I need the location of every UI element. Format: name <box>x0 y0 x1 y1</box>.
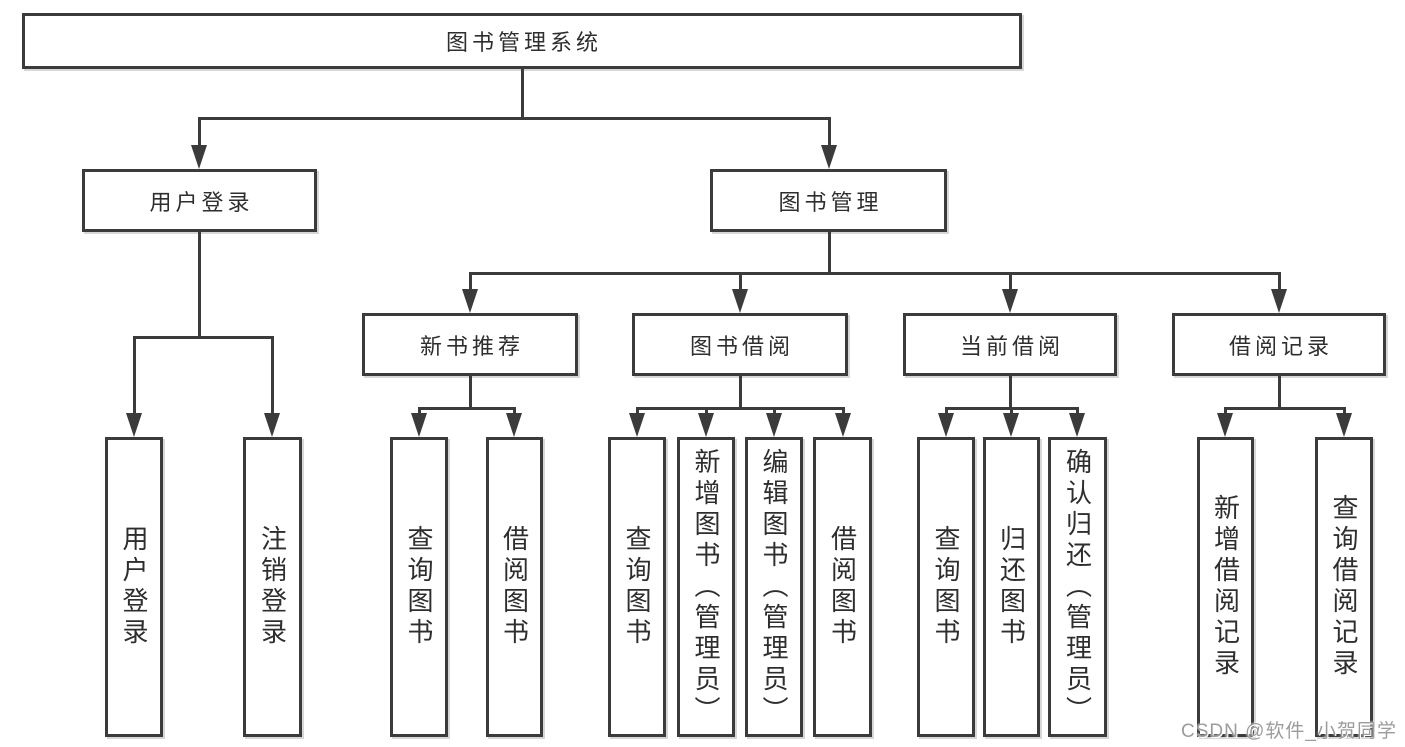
node-book-borrow-label: 图书借阅 <box>689 333 794 359</box>
node-new-book: 新书推荐 <box>362 313 578 376</box>
connector-root-stem <box>520 69 524 118</box>
leaf-br-add-record-label: 新增借阅记录 <box>1210 494 1241 680</box>
leaf-bb-edit-book-admin-label: 编辑图书（管理员） <box>759 447 789 727</box>
leaf-bb-edit-book-admin: 编辑图书（管理员） <box>745 437 803 737</box>
leaf-cb-confirm-return-admin: 确认归还（管理员） <box>1048 437 1107 737</box>
leaf-br-query-record: 查询借阅记录 <box>1315 437 1373 737</box>
arrow-to-new-book <box>462 273 478 313</box>
node-user-login: 用户登录 <box>82 169 317 232</box>
connector-user-login-stem <box>197 232 201 337</box>
leaf-br-query-record-label: 查询借阅记录 <box>1329 494 1359 680</box>
connector-book-mgmt-stem <box>827 232 831 273</box>
leaf-cb-query-book-label: 查询图书 <box>931 525 961 649</box>
arrow-to-user-login <box>191 118 207 169</box>
node-root-label: 图书管理系统 <box>445 30 602 55</box>
leaf-cb-return-book: 归还图书 <box>983 437 1040 737</box>
node-current-borrow-label: 当前借阅 <box>959 333 1064 359</box>
arrow-to-book-mgmt <box>821 118 837 169</box>
arrow-to-cb-return <box>1003 408 1019 437</box>
arrow-to-leaf-login <box>126 337 142 437</box>
leaf-bb-borrow-book: 借阅图书 <box>813 437 872 737</box>
leaf-bb-add-book-admin-label: 新增图书（管理员） <box>691 447 721 727</box>
leaf-cb-return-book-label: 归还图书 <box>996 525 1027 649</box>
connector-borrow-record-branch-line <box>1223 406 1346 410</box>
arrow-to-bb-add <box>698 408 714 437</box>
node-current-borrow: 当前借阅 <box>903 313 1117 376</box>
arrow-to-br-add <box>1217 408 1233 437</box>
connector-book-borrow-branch-line <box>635 406 845 410</box>
node-borrow-record-label: 借阅记录 <box>1228 333 1333 359</box>
leaf-cb-query-book: 查询图书 <box>917 437 975 737</box>
node-root: 图书管理系统 <box>22 13 1022 69</box>
connector-new-book-stem <box>468 376 472 408</box>
leaf-cb-confirm-return-admin-label: 确认归还（管理员） <box>1062 447 1093 727</box>
leaf-nb-borrow-book: 借阅图书 <box>486 437 543 737</box>
node-book-mgmt-label: 图书管理 <box>778 189 883 215</box>
leaf-logout: 注销登录 <box>243 437 302 737</box>
arrow-to-leaf-logout <box>264 337 280 437</box>
leaf-bb-query-book-label: 查询图书 <box>622 525 652 649</box>
arrow-to-bb-query <box>629 408 645 437</box>
arrow-to-br-query <box>1336 408 1352 437</box>
leaf-nb-query-book-label: 查询图书 <box>404 525 434 649</box>
leaf-logout-label: 注销登录 <box>257 525 288 649</box>
arrow-to-bb-borrow <box>835 408 851 437</box>
leaf-user-login: 用户登录 <box>105 437 163 737</box>
node-user-login-label: 用户登录 <box>149 189 254 215</box>
arrow-to-nb-borrow <box>506 408 522 437</box>
node-book-borrow: 图书借阅 <box>632 313 848 376</box>
connector-new-book-branch-line <box>417 406 516 410</box>
leaf-nb-query-book: 查询图书 <box>390 437 448 737</box>
node-book-mgmt: 图书管理 <box>710 169 947 232</box>
connector-root-branch-line <box>197 116 831 120</box>
connector-borrow-record-stem <box>1277 376 1281 408</box>
connector-book-borrow-stem <box>738 376 742 408</box>
leaf-bb-query-book: 查询图书 <box>608 437 666 737</box>
connector-user-login-branch-line <box>132 335 274 339</box>
leaf-bb-add-book-admin: 新增图书（管理员） <box>677 437 735 737</box>
leaf-user-login-label: 用户登录 <box>119 525 149 649</box>
arrow-to-cb-query <box>938 408 954 437</box>
arrow-to-current-borrow <box>1002 273 1018 313</box>
arrow-to-bb-edit <box>766 408 782 437</box>
leaf-bb-borrow-book-label: 借阅图书 <box>827 525 858 649</box>
csdn-watermark: CSDN @软件_小贺同学 <box>1181 721 1397 742</box>
node-new-book-label: 新书推荐 <box>419 333 524 359</box>
leaf-br-add-record: 新增借阅记录 <box>1197 437 1254 737</box>
connector-book-mgmt-branch-line <box>468 271 1281 275</box>
arrow-to-borrow-record <box>1271 273 1287 313</box>
arrow-to-cb-confirm <box>1069 408 1085 437</box>
arrow-to-nb-query <box>411 408 427 437</box>
leaf-nb-borrow-book-label: 借阅图书 <box>499 525 530 649</box>
connector-current-borrow-stem <box>1008 376 1012 408</box>
node-borrow-record: 借阅记录 <box>1172 313 1386 376</box>
arrow-to-book-borrow <box>732 273 748 313</box>
